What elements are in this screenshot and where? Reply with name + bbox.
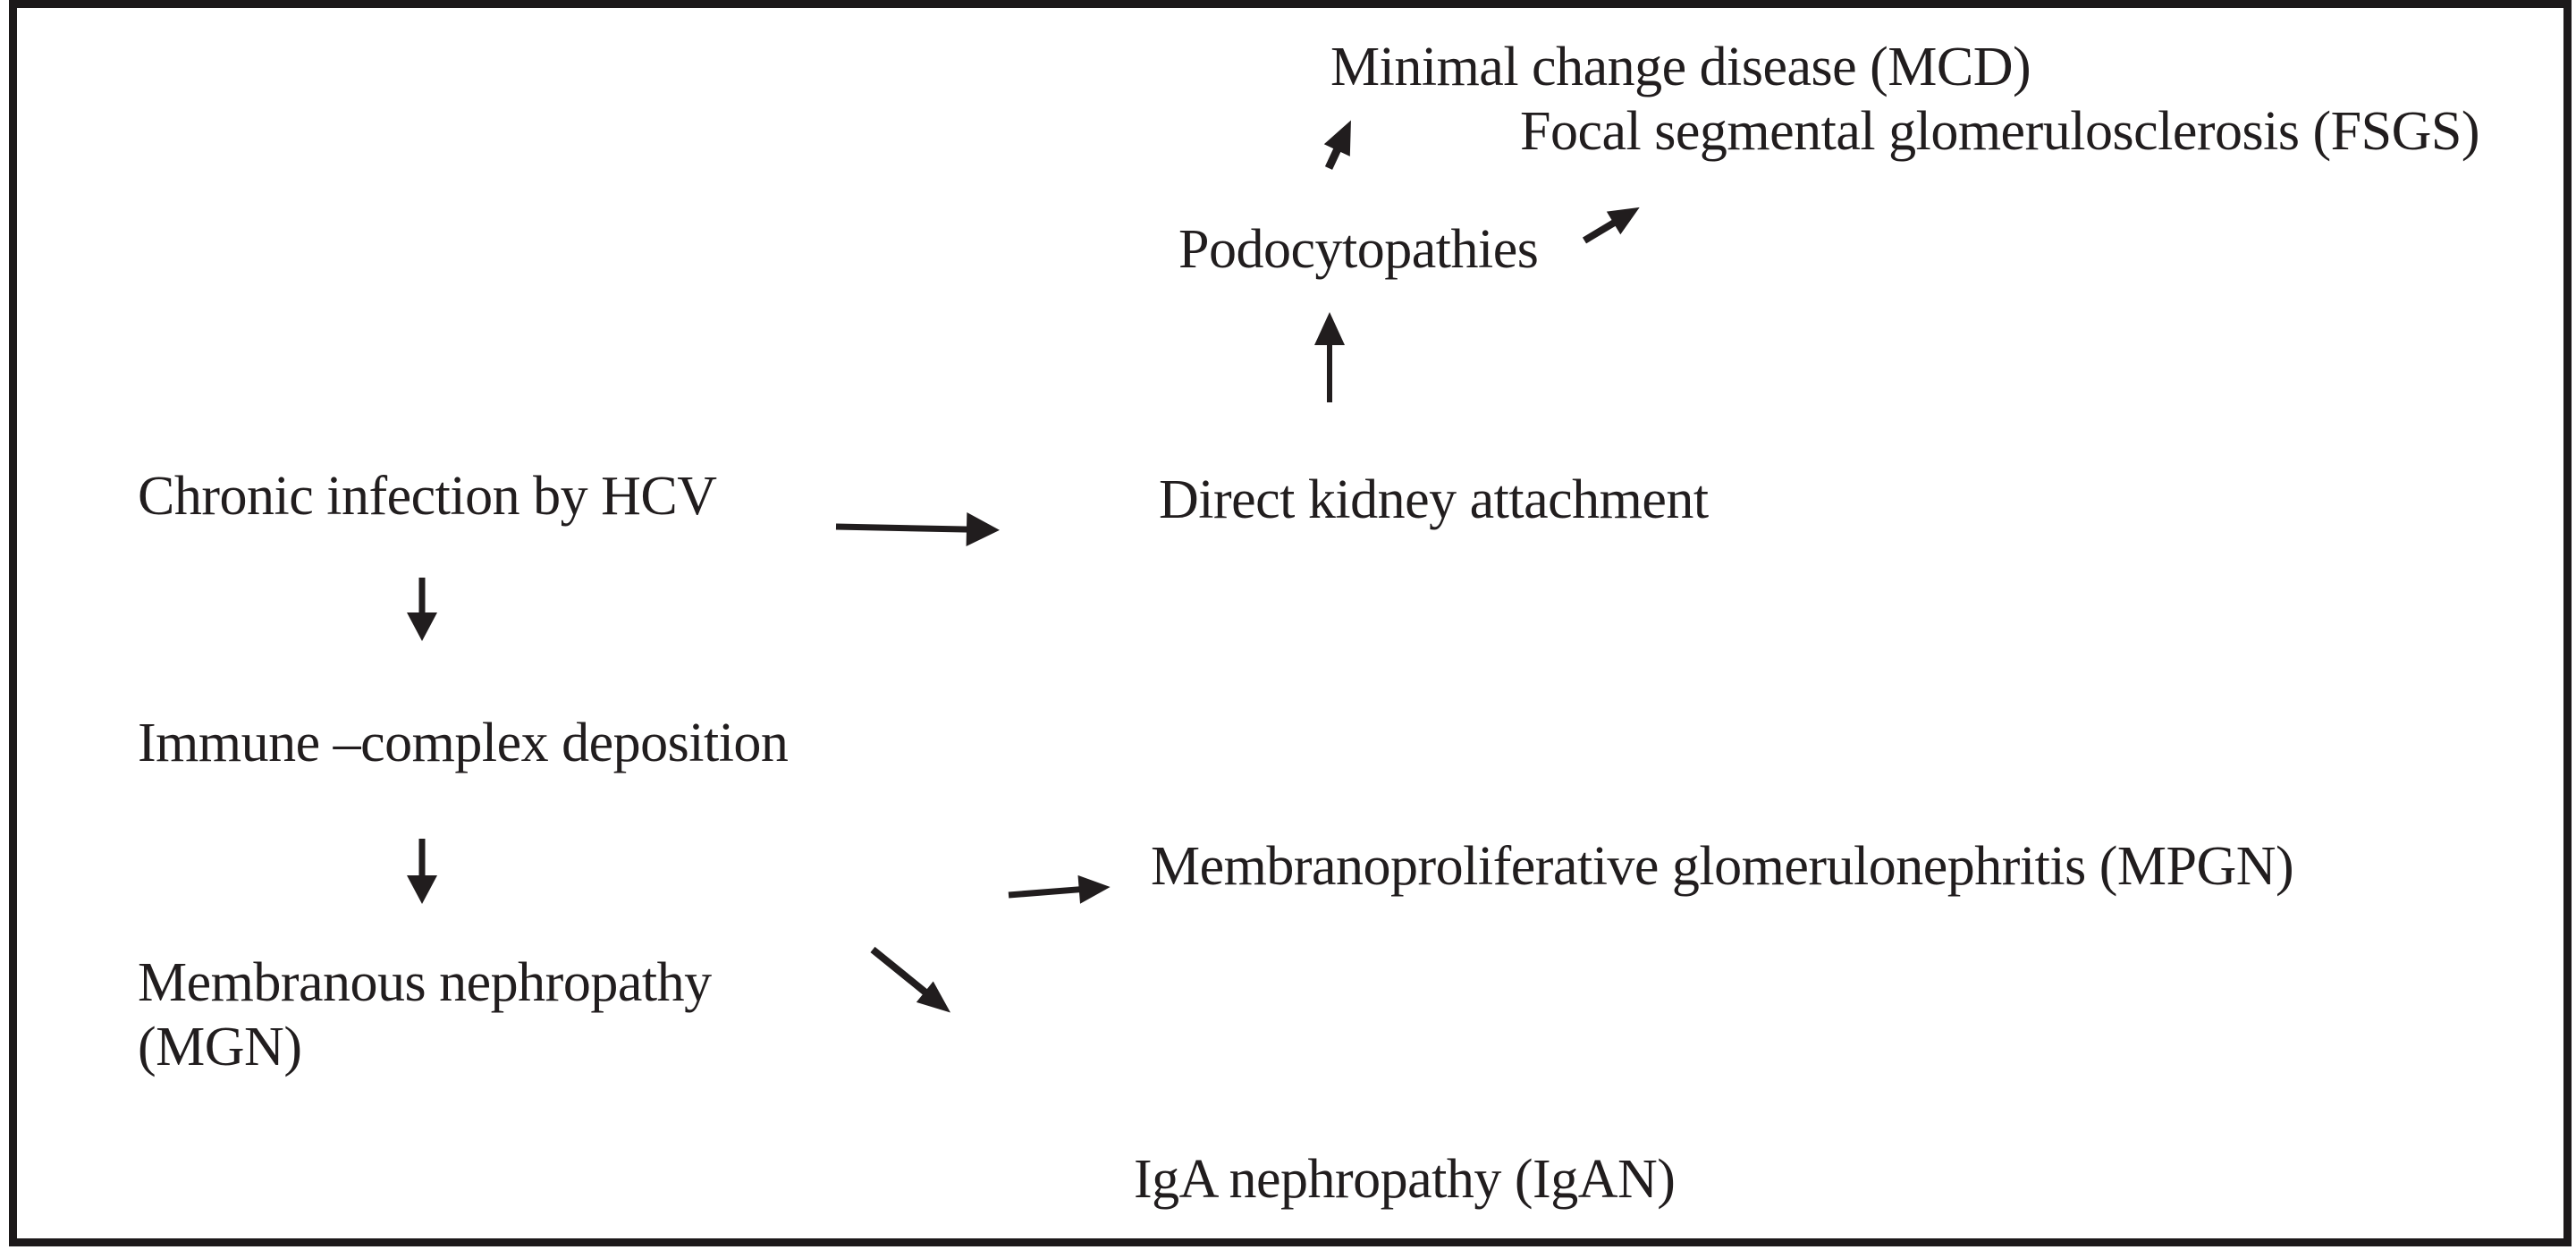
node-membranous-nephropathy: Membranous nephropathy (MGN) <box>138 951 712 1080</box>
arrow-direct-kidney-to-podocytopathies <box>1314 312 1345 402</box>
figure-border <box>9 0 2572 1246</box>
arrow-mgn-to-mpgn <box>1008 874 1111 904</box>
arrow-hcv-to-direct-kidney <box>835 512 1000 547</box>
arrow-podocytopathies-to-fsgs <box>1582 207 1640 244</box>
node-focal-segmental-glomerulosclerosis: Focal segmental glomerulosclerosis (FSGS… <box>1520 101 2479 162</box>
node-podocytopathies: Podocytopathies <box>1178 219 1539 280</box>
node-membranoproliferative-glomerulonephritis: Membranoproliferative glomerulonephritis… <box>1151 836 2294 897</box>
node-immune-complex-deposition: Immune –complex deposition <box>138 713 789 773</box>
node-chronic-infection-hcv: Chronic infection by HCV <box>138 466 717 527</box>
arrow-immune-complex-to-mgn <box>407 839 437 904</box>
node-iga-nephropathy: IgA nephropathy (IgAN) <box>1134 1149 1676 1210</box>
node-membranous-nephropathy-line2: (MGN) <box>138 1016 302 1077</box>
node-minimal-change-disease: Minimal change disease (MCD) <box>1330 37 2031 97</box>
node-direct-kidney-attachment: Direct kidney attachment <box>1159 469 1709 530</box>
arrow-mgn-to-igan <box>870 946 951 1013</box>
arrow-podocytopathies-to-mcd <box>1323 120 1351 170</box>
node-membranous-nephropathy-line1: Membranous nephropathy <box>138 952 712 1013</box>
arrow-hcv-to-immune-complex <box>407 578 437 641</box>
